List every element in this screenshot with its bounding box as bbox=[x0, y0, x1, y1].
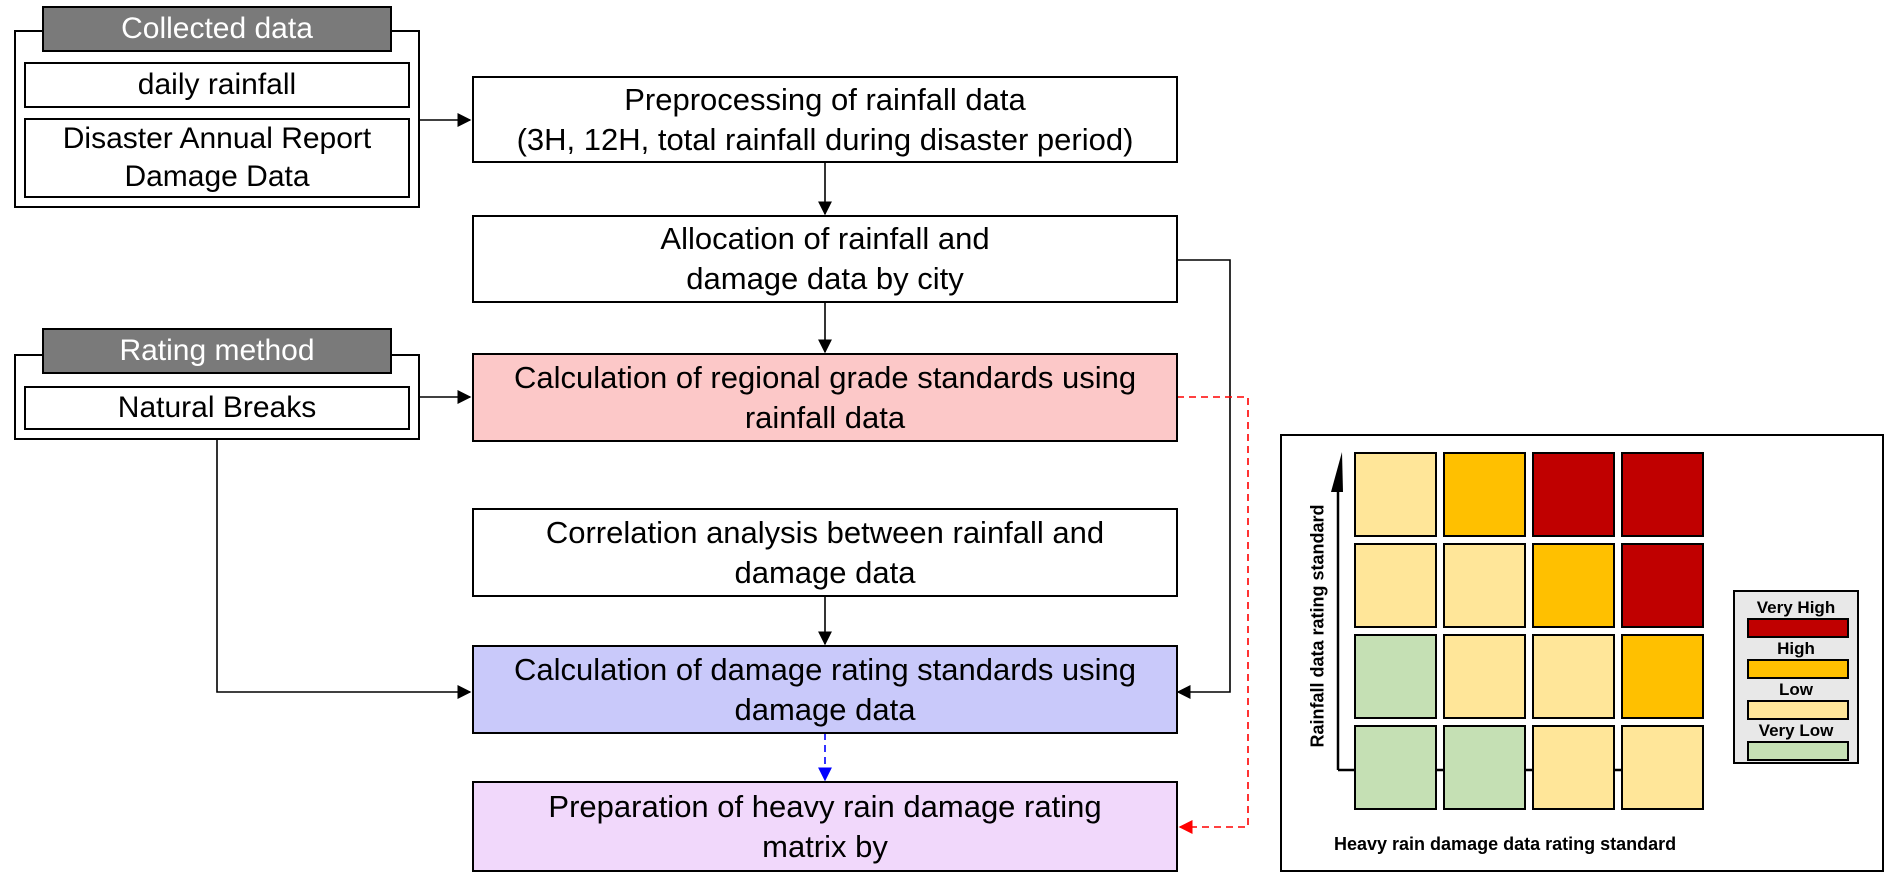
matrix-cell-very-high bbox=[1532, 452, 1615, 537]
step-line: Correlation analysis between rainfall an… bbox=[545, 514, 1105, 550]
y-axis-label: Rainfall data rating standard bbox=[1307, 504, 1328, 748]
matrix-cell-low bbox=[1354, 452, 1437, 537]
collected-item-damage-report: Disaster Annual Report Damage Data bbox=[24, 118, 410, 198]
step-line: damage data bbox=[734, 691, 916, 727]
dashed-arrow-regional-grade-to-matrix bbox=[1177, 396, 1249, 834]
legend-label-very-low: Very Low bbox=[1758, 721, 1834, 740]
legend-swatch-low bbox=[1747, 700, 1849, 720]
legend-label-very-high: Very High bbox=[1756, 598, 1836, 617]
matrix-cell-very-low bbox=[1443, 725, 1526, 810]
step-damage-rating: Calculation of damage rating standards u… bbox=[472, 645, 1178, 734]
legend-swatch-very-low bbox=[1747, 741, 1849, 761]
collected-item-line: Disaster Annual Report bbox=[62, 121, 372, 155]
matrix-cell-very-high bbox=[1621, 543, 1704, 628]
matrix-cell-low bbox=[1354, 543, 1437, 628]
y-axis-arrowhead bbox=[1331, 452, 1343, 492]
step-line: matrix by bbox=[762, 828, 888, 864]
matrix-cell-low bbox=[1443, 634, 1526, 719]
legend-label-low: Low bbox=[1779, 680, 1813, 699]
matrix-cell-very-high bbox=[1621, 452, 1704, 537]
step-regional-grade: Calculation of regional grade standards … bbox=[472, 353, 1178, 442]
legend-label-high: High bbox=[1777, 639, 1815, 658]
rating-method-header-text: Rating method bbox=[119, 334, 315, 367]
step-line: Calculation of regional grade standards … bbox=[513, 359, 1137, 395]
collected-item-line: daily rainfall bbox=[137, 67, 297, 101]
matrix-cell-low bbox=[1532, 634, 1615, 719]
step-line: Allocation of rainfall and bbox=[660, 221, 990, 257]
legend-swatch-high bbox=[1747, 659, 1849, 679]
step-correlation: Correlation analysis between rainfall an… bbox=[472, 508, 1178, 597]
collected-item-line: Damage Data bbox=[124, 160, 310, 193]
matrix-cell-high bbox=[1443, 452, 1526, 537]
step-line: Preprocessing of rainfall data bbox=[624, 81, 1026, 117]
matrix-cell-high bbox=[1621, 634, 1704, 719]
arrow-natural-breaks-to-damage-rating bbox=[216, 440, 472, 699]
rating-item-natural-breaks: Natural Breaks bbox=[24, 386, 410, 430]
matrix-cell-high bbox=[1532, 543, 1615, 628]
matrix-cell-low bbox=[1532, 725, 1615, 810]
step-matrix-preparation: Preparation of heavy rain damage rating … bbox=[472, 781, 1178, 872]
collected-data-header-text: Collected data bbox=[121, 12, 313, 45]
rating-matrix-panel: Rainfall data rating standard Heavy rain… bbox=[1280, 434, 1884, 872]
step-line: damage data by city bbox=[686, 261, 964, 296]
x-axis-label: Heavy rain damage data rating standard bbox=[1334, 834, 1677, 854]
step-line: Calculation of damage rating standards u… bbox=[513, 651, 1137, 687]
collected-data-header: Collected data bbox=[42, 6, 392, 52]
step-line: damage data bbox=[734, 554, 916, 590]
collected-item-daily-rainfall: daily rainfall bbox=[24, 62, 410, 108]
step-allocation: Allocation of rainfall and damage data b… bbox=[472, 215, 1178, 303]
matrix-cell-low bbox=[1621, 725, 1704, 810]
legend-swatch-very-high bbox=[1747, 618, 1849, 638]
step-line: (3H, 12H, total rainfall during disaster… bbox=[516, 121, 1134, 157]
arrow-allocation-to-damage-rating bbox=[1176, 259, 1231, 699]
rating-item-line: Natural Breaks bbox=[117, 390, 317, 424]
step-preprocessing: Preprocessing of rainfall data (3H, 12H,… bbox=[472, 76, 1178, 163]
step-line: Preparation of heavy rain damage rating bbox=[548, 788, 1102, 824]
matrix-cell-very-low bbox=[1354, 725, 1437, 810]
matrix-cell-low bbox=[1443, 543, 1526, 628]
rating-method-header: Rating method bbox=[42, 328, 392, 374]
matrix-cell-very-low bbox=[1354, 634, 1437, 719]
step-line: rainfall data bbox=[744, 399, 906, 435]
